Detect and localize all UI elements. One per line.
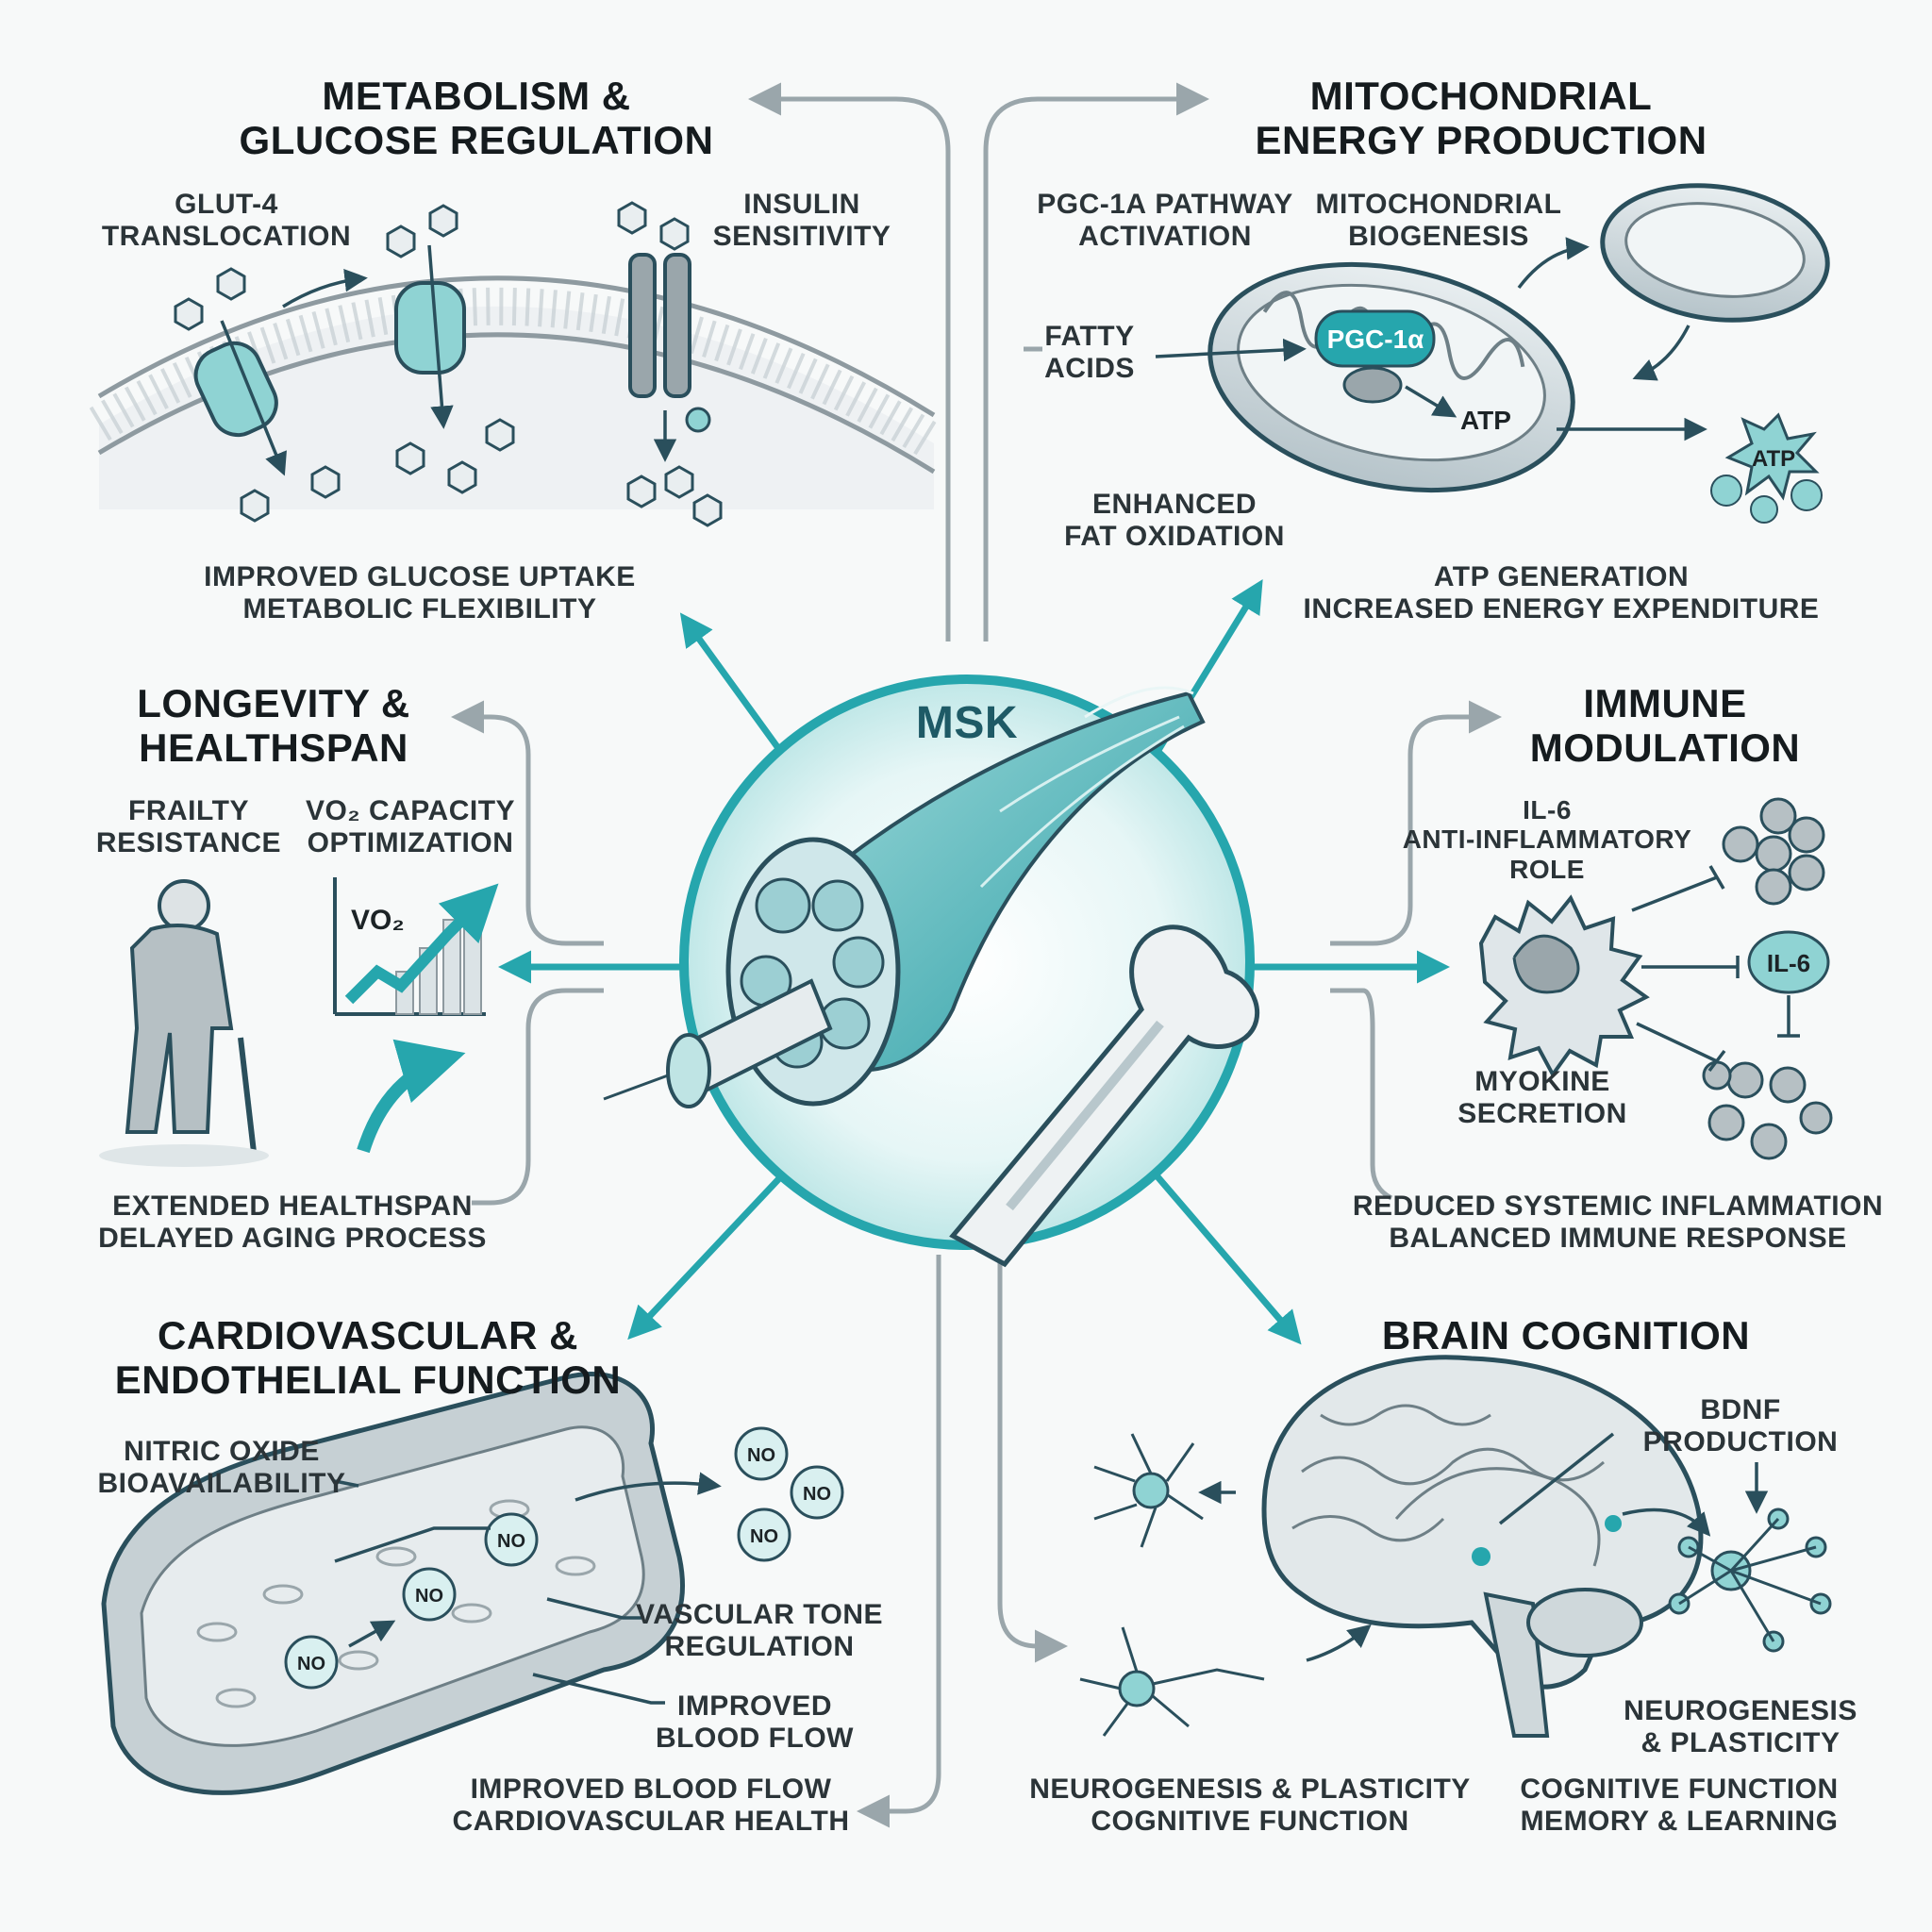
longevity-title-line1: LONGEVITY &	[104, 681, 443, 725]
vo2-line1: VO₂ CAPACITY	[292, 795, 528, 827]
cardio-title-line1: CARDIOVASCULAR &	[75, 1313, 660, 1357]
nitric-oxide-line2: BIOAVAILABILITY	[80, 1468, 363, 1500]
brain-result-right-line2: MEMORY & LEARNING	[1500, 1806, 1858, 1838]
longevity-result: EXTENDED HEALTHSPAN DELAYED AGING PROCES…	[90, 1191, 495, 1254]
improved-flow-label: IMPROVED BLOOD FLOW	[641, 1690, 868, 1754]
center-label: MSK	[873, 698, 1061, 749]
brain-result-right-line1: COGNITIVE FUNCTION	[1500, 1774, 1858, 1806]
metabolism-title: METABOLISM & GLUCOSE REGULATION	[189, 74, 764, 162]
metabolism-title-line1: METABOLISM &	[189, 74, 764, 118]
il6-tag-label: IL-6	[1767, 949, 1810, 977]
pgc-pathway-line1: PGC-1α PATHWAY	[1024, 189, 1307, 221]
pgc-tag-label: PGC-1α	[1327, 325, 1424, 354]
glut4-line1: GLUT-4	[85, 189, 368, 221]
frailty-line1: FRAILTY	[90, 795, 288, 827]
longevity-title-line2: HEALTHSPAN	[104, 725, 443, 770]
myokine-line1: MYOKINE	[1434, 1066, 1651, 1098]
nitric-oxide-line1: NITRIC OXIDE	[80, 1436, 363, 1468]
nitric-oxide-label: NITRIC OXIDE BIOAVAILABILITY	[80, 1436, 363, 1499]
bdnf-line1: BDNF	[1623, 1394, 1858, 1426]
il6-role-line2: ANTI-INFLAMMATORY	[1387, 824, 1707, 854]
mitochondria-result: ATP GENERATION INCREASED ENERGY EXPENDIT…	[1292, 561, 1830, 625]
no-tag-5: NO	[803, 1484, 831, 1505]
insulin-line1: INSULIN	[689, 189, 915, 221]
immune-title-line1: IMMUNE	[1495, 681, 1835, 725]
biogenesis-line1: MITOCHONDRIAL	[1302, 189, 1575, 221]
mitochondria-title-line1: MITOCHONDRIAL	[1198, 74, 1764, 118]
brain-result-right: COGNITIVE FUNCTION MEMORY & LEARNING	[1500, 1774, 1858, 1837]
fatty-acids-line1: FATTY	[1028, 321, 1151, 353]
cardio-result: IMPROVED BLOOD FLOW CARDIOVASCULAR HEALT…	[443, 1774, 858, 1837]
no-tag-4: NO	[747, 1445, 775, 1466]
neurogenesis-line2: & PLASTICITY	[1604, 1727, 1877, 1759]
fat-oxidation-label: ENHANCED FAT OXIDATION	[1052, 489, 1297, 552]
bdnf-label: BDNF PRODUCTION	[1623, 1394, 1858, 1457]
myokine-label: MYOKINE SECRETION	[1434, 1066, 1651, 1129]
immune-result-line1: REDUCED SYSTEMIC INFLAMMATION	[1340, 1191, 1896, 1223]
no-tag-6: NO	[750, 1526, 778, 1547]
bdnf-line2: PRODUCTION	[1623, 1426, 1858, 1458]
brain-result-left: NEUROGENESIS & PLASTICITY COGNITIVE FUNC…	[1014, 1774, 1486, 1837]
metabolism-result-line2: METABOLIC FLEXIBILITY	[142, 593, 698, 625]
longevity-result-line2: DELAYED AGING PROCESS	[90, 1223, 495, 1255]
vo2-label: VO₂ CAPACITY OPTIMIZATION	[292, 795, 528, 858]
metabolism-result-line1: IMPROVED GLUCOSE UPTAKE	[142, 561, 698, 593]
immune-result: REDUCED SYSTEMIC INFLAMMATION BALANCED I…	[1340, 1191, 1896, 1254]
mitochondria-result-line1: ATP GENERATION	[1292, 561, 1830, 593]
cardio-result-line2: CARDIOVASCULAR HEALTH	[443, 1806, 858, 1838]
vascular-tone-label: VASCULAR TONE REGULATION	[632, 1599, 887, 1662]
glut4-label: GLUT-4 TRANSLOCATION	[85, 189, 368, 252]
no-tag-1: NO	[297, 1654, 325, 1674]
improved-flow-line2: BLOOD FLOW	[641, 1723, 868, 1755]
improved-flow-line1: IMPROVED	[641, 1690, 868, 1723]
longevity-result-line1: EXTENDED HEALTHSPAN	[90, 1191, 495, 1223]
mitochondria-title-line2: ENERGY PRODUCTION	[1198, 118, 1764, 162]
vascular-tone-line2: REGULATION	[632, 1631, 887, 1663]
neurogenesis-line1: NEUROGENESIS	[1604, 1695, 1877, 1727]
neurogenesis-label: NEUROGENESIS & PLASTICITY	[1604, 1695, 1877, 1758]
fat-oxidation-line1: ENHANCED	[1052, 489, 1297, 521]
elderly-person-illustration	[99, 881, 269, 1167]
fatty-acids-line2: ACIDS	[1028, 353, 1151, 385]
immune-result-line2: BALANCED IMMUNE RESPONSE	[1340, 1223, 1896, 1255]
immune-title: IMMUNE MODULATION	[1495, 681, 1835, 770]
cardio-result-line1: IMPROVED BLOOD FLOW	[443, 1774, 858, 1806]
fat-oxidation-line2: FAT OXIDATION	[1052, 521, 1297, 553]
metabolism-result: IMPROVED GLUCOSE UPTAKE METABOLIC FLEXIB…	[142, 561, 698, 625]
myokine-line2: SECRETION	[1434, 1098, 1651, 1130]
atp-inner-label: ATP	[1460, 406, 1511, 435]
glut4-line2: TRANSLOCATION	[85, 221, 368, 253]
no-tag-3: NO	[497, 1531, 525, 1552]
il6-role-line3: ROLE	[1387, 855, 1707, 884]
biogenesis-line2: BIOGENESIS	[1302, 221, 1575, 253]
immune-title-line2: MODULATION	[1495, 725, 1835, 770]
longevity-title: LONGEVITY & HEALTHSPAN	[104, 681, 443, 770]
pgc-pathway-label: PGC-1α PATHWAY ACTIVATION	[1024, 189, 1307, 252]
vascular-tone-line1: VASCULAR TONE	[632, 1599, 887, 1631]
mitochondria-result-line2: INCREASED ENERGY EXPENDITURE	[1292, 593, 1830, 625]
brain-result-left-line2: COGNITIVE FUNCTION	[1014, 1806, 1486, 1838]
vo2-line2: OPTIMIZATION	[292, 827, 528, 859]
frailty-label: FRAILTY RESISTANCE	[90, 795, 288, 858]
cardio-title: CARDIOVASCULAR & ENDOTHELIAL FUNCTION	[75, 1313, 660, 1402]
brain-title: BRAIN COGNITION	[1311, 1313, 1821, 1357]
brain-result-left-line1: NEUROGENESIS & PLASTICITY	[1014, 1774, 1486, 1806]
il6-role-line1: IL-6	[1387, 795, 1707, 824]
vo2-chart-label: VO₂	[351, 905, 405, 936]
metabolism-title-line2: GLUCOSE REGULATION	[189, 118, 764, 162]
atp-burst-label: ATP	[1752, 446, 1795, 472]
fatty-acids-label: FATTY ACIDS	[1028, 321, 1151, 384]
mitochondria-title: MITOCHONDRIAL ENERGY PRODUCTION	[1198, 74, 1764, 162]
no-tag-2: NO	[415, 1586, 443, 1607]
frailty-line2: RESISTANCE	[90, 827, 288, 859]
il6-role-label: IL-6 ANTI-INFLAMMATORY ROLE	[1387, 795, 1707, 884]
pgc-pathway-line2: ACTIVATION	[1024, 221, 1307, 253]
insulin-line2: SENSITIVITY	[689, 221, 915, 253]
cardio-title-line2: ENDOTHELIAL FUNCTION	[75, 1357, 660, 1402]
biogenesis-label: MITOCHONDRIAL BIOGENESIS	[1302, 189, 1575, 252]
insulin-label: INSULIN SENSITIVITY	[689, 189, 915, 252]
